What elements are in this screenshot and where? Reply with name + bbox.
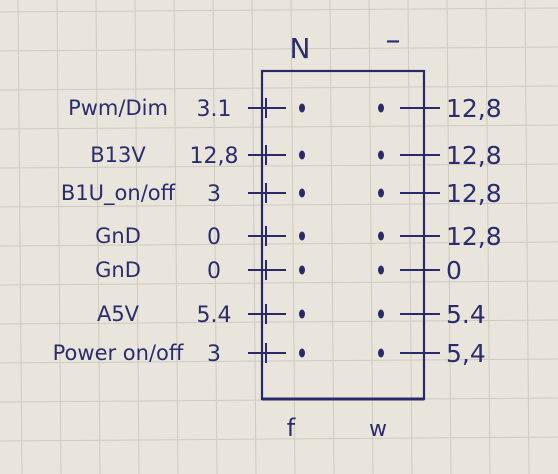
right-pin-dot (378, 150, 384, 160)
pin-right-value: 0 (446, 256, 462, 285)
pin-right-value: 12,8 (446, 222, 502, 251)
grid-line-vertical (17, 0, 23, 474)
grid-line-vertical (212, 0, 218, 474)
pin-row: B13V 12,8 12,8 (90, 141, 501, 170)
pin-left-value: 3 (207, 342, 221, 367)
grid-line-horizontal (0, 7, 558, 13)
grid-line-horizontal (0, 319, 558, 325)
grid-line-vertical (290, 0, 296, 474)
connector-outline (260, 69, 426, 401)
pin-left-value: 3 (207, 182, 221, 207)
top-left-label: N (290, 32, 311, 65)
right-pin-dot (378, 309, 384, 319)
pin-left-value: 0 (207, 225, 221, 250)
pin-signal-label: GnD (95, 224, 141, 248)
pin-row: A5V 5.4 5.4 (97, 300, 486, 329)
left-pin-dot (299, 103, 305, 113)
left-pin-dot (299, 309, 305, 319)
pin-right-value: 12,8 (446, 179, 502, 208)
pin-row: Pwm/Dim 3.1 12,8 (68, 94, 502, 123)
pin-left-value: 12,8 (190, 144, 239, 169)
left-pin-dot (299, 150, 305, 160)
grid-line-vertical (56, 0, 62, 474)
left-pin-dot (299, 231, 305, 241)
pin-right-value: 12,8 (446, 94, 502, 123)
grid-line-horizontal (0, 241, 558, 247)
grid-line-horizontal (0, 163, 558, 169)
pin-right-value: 5,4 (446, 339, 486, 368)
pin-right-value: 12,8 (446, 141, 502, 170)
grid-line-vertical (524, 0, 530, 474)
right-pin-dot (378, 188, 384, 198)
grid-line-horizontal (0, 85, 558, 91)
grid-line-vertical (95, 0, 101, 474)
grid-line-vertical (134, 0, 140, 474)
grid-line-vertical (173, 0, 179, 474)
bottom-right-label: w (369, 417, 387, 442)
pin-left-value: 3.1 (197, 97, 232, 122)
grid-line-vertical (368, 0, 374, 474)
pin-row: B1U_on/off 3 12,8 (61, 179, 502, 208)
left-pin-dot (299, 188, 305, 198)
grid-line-vertical (485, 0, 491, 474)
pin-signal-label: Pwm/Dim (68, 96, 168, 120)
grid-line-horizontal (0, 202, 558, 208)
grid-line-vertical (446, 0, 452, 474)
right-pin-dot (378, 265, 384, 275)
right-pin-dot (378, 231, 384, 241)
bottom-left-label: f (287, 414, 296, 442)
grid-line-horizontal (0, 358, 558, 364)
pin-signal-label: B1U_on/off (61, 181, 176, 206)
grid-line-vertical (329, 0, 335, 474)
top-right-label: – (386, 23, 401, 58)
right-pin-dot (378, 103, 384, 113)
left-pin-dot (299, 265, 305, 275)
pin-right-value: 5.4 (446, 300, 486, 329)
right-pin-dot (378, 348, 384, 358)
pin-signal-label: A5V (97, 302, 140, 326)
pin-signal-label: Power on/off (53, 341, 184, 365)
pin-row: Power on/off 3 5,4 (53, 339, 486, 368)
pin-signal-label: GnD (95, 258, 141, 282)
grid-line-horizontal (0, 124, 558, 130)
pin-signal-label: B13V (90, 143, 146, 167)
pin-left-value: 5.4 (197, 303, 232, 328)
grid-line-horizontal (0, 280, 558, 286)
left-pin-dot (299, 348, 305, 358)
pin-row: GnD 0 12,8 (95, 222, 502, 251)
pin-left-value: 0 (207, 259, 221, 284)
grid-line-horizontal (0, 436, 558, 442)
pin-row: GnD 0 0 (95, 256, 462, 285)
grid-line-horizontal (0, 46, 558, 52)
